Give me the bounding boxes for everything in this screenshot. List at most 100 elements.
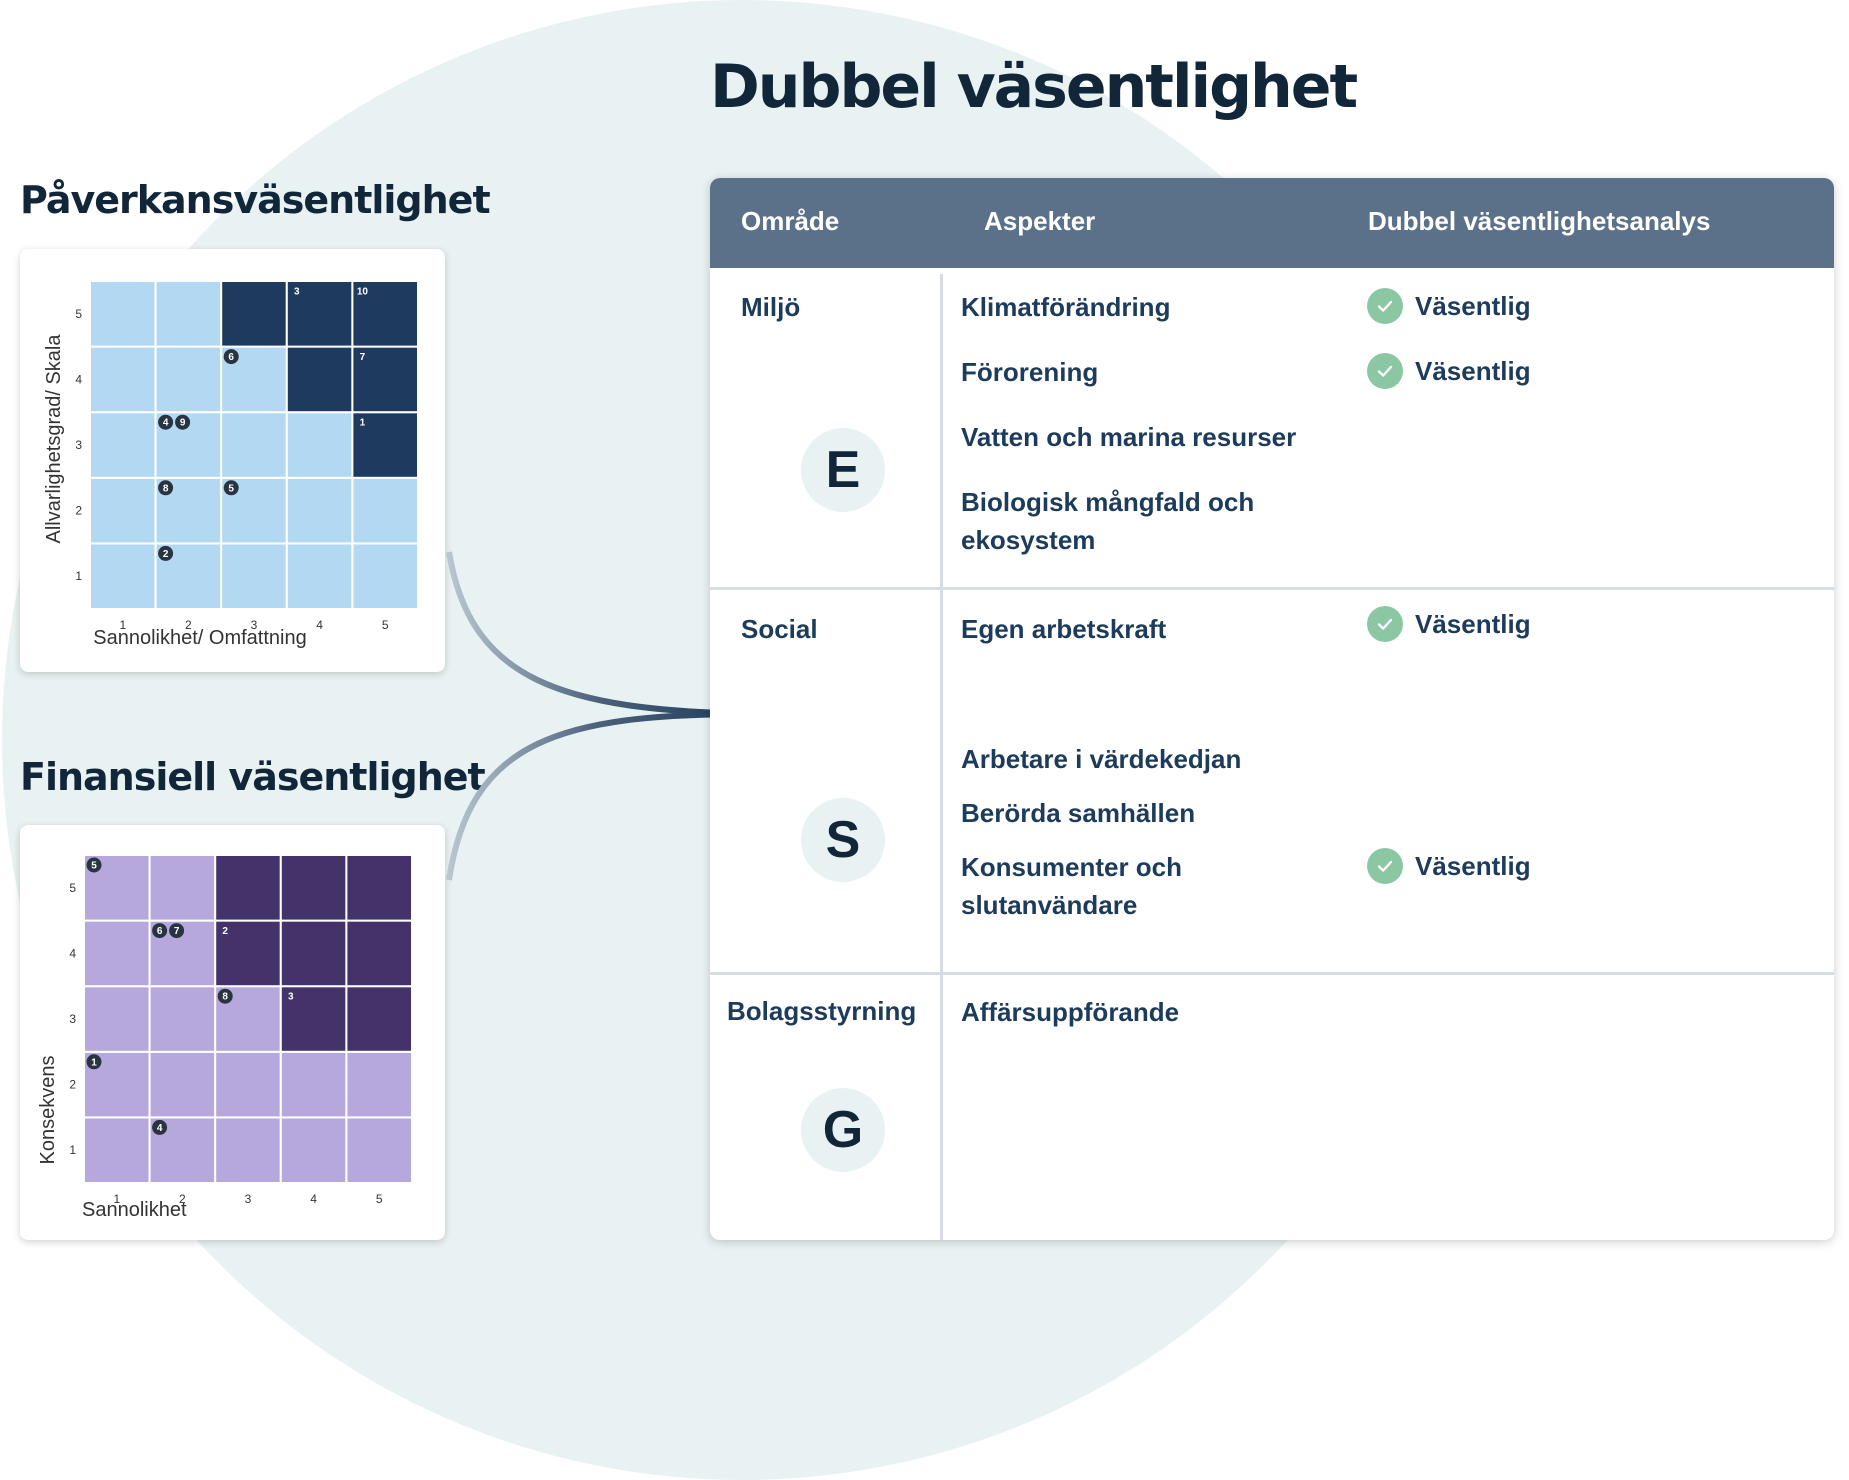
connector-from-financial (446, 711, 753, 881)
financial-y-tick-2: 2 (69, 1078, 76, 1092)
financial-x-tick-3: 3 (245, 1192, 252, 1206)
financial-cell-4-4 (279, 919, 348, 988)
check-icon (1367, 288, 1403, 324)
financial-marker-label-6: 6 (157, 926, 163, 937)
financial-y-tick-3: 3 (69, 1012, 76, 1026)
financial-cell-3-5 (214, 854, 282, 922)
impact-cell-2-4 (154, 345, 223, 414)
financial-marker-8 (217, 988, 233, 1004)
impact-cell-4-3 (285, 411, 354, 479)
aspect-item: Klimatförändring (961, 292, 1171, 322)
impact-cell-1-4 (89, 345, 157, 414)
financial-marker-5 (86, 857, 102, 873)
aspect-item: Vatten och marina resurser (961, 422, 1297, 452)
financial-y-tick-1: 1 (69, 1143, 76, 1157)
letter-badge-s: S (801, 798, 885, 882)
financial-y-tick-4: 4 (69, 946, 76, 960)
financial-x-tick-2: 2 (179, 1192, 186, 1206)
impact-y-tick-1: 1 (75, 569, 82, 583)
impact-marker-label-4: 4 (163, 418, 169, 429)
impact-marker-8 (158, 480, 174, 496)
impact-marker-label-7: 7 (360, 352, 366, 363)
impact-cell-1-5 (89, 280, 157, 348)
status-label: Väsentlig (1415, 850, 1531, 881)
financial-x-tick-1: 1 (113, 1192, 120, 1206)
impact-cell-5-1 (351, 542, 419, 610)
impact-marker-5 (223, 480, 239, 496)
impact-marker-label-10: 10 (357, 287, 369, 298)
impact-x-axis-label: Sannolikhet/ Omfattning (93, 627, 306, 649)
impact-x-tick-3: 3 (251, 618, 258, 632)
impact-cell-4-5 (285, 280, 354, 348)
status-label: Väsentlig (1415, 608, 1531, 639)
financial-y-axis-label: Konsekvens (37, 1056, 59, 1165)
impact-y-tick-4: 4 (75, 372, 82, 386)
financial-marker-label-3: 3 (288, 992, 294, 1003)
header-area: Område (741, 206, 840, 236)
status-label: Väsentlig (1415, 290, 1531, 321)
financial-cell-1-3 (83, 985, 151, 1053)
impact-marker-label-1: 1 (360, 418, 366, 429)
financial-marker-7 (169, 923, 185, 939)
financial-marker-label-8: 8 (222, 992, 228, 1003)
financial-materiality-title: Finansiell väsentlighet (20, 755, 486, 799)
financial-x-tick-4: 4 (310, 1192, 317, 1206)
financial-cell-5-2 (345, 1050, 413, 1119)
financial-marker-label-7: 7 (174, 926, 180, 937)
status-badge: Väsentlig (1367, 848, 1531, 884)
impact-x-tick-4: 4 (316, 618, 323, 632)
table-header: Område Aspekter Dubbel väsentlighetsanal… (710, 178, 1834, 268)
impact-x-tick-2: 2 (185, 618, 192, 632)
aspect-item: Förorening (961, 357, 1099, 387)
impact-marker-label-8: 8 (163, 483, 169, 494)
financial-x-tick-5: 5 (376, 1192, 383, 1206)
impact-marker-label-2: 2 (163, 549, 169, 560)
row-divider (710, 972, 1834, 975)
impact-materiality-title: Påverkansväsentlighet (20, 178, 491, 222)
aspect-item: Affärsuppförande (961, 997, 1180, 1027)
impact-cell-5-2 (351, 476, 419, 545)
financial-marker-label-5: 5 (91, 861, 97, 872)
financial-x-axis-label: Sannolikhet (82, 1199, 187, 1221)
financial-marker-1 (86, 1054, 102, 1070)
impact-cell-5-3 (351, 411, 419, 479)
aspect-item: Konsumenter och slutanvändare (961, 852, 1183, 920)
check-icon (1367, 353, 1403, 389)
area-label-environment: Miljö (741, 292, 801, 322)
financial-cell-5-5 (345, 854, 413, 922)
aspect-item: Biologisk mångfald och ekosystem (961, 487, 1255, 555)
financial-marker-label-4: 4 (157, 1123, 163, 1134)
status-badge: Väsentlig (1367, 353, 1531, 389)
page-title: Dubbel väsentlighet (710, 52, 1358, 122)
check-icon (1367, 848, 1403, 884)
financial-marker-4 (152, 1119, 168, 1135)
header-analysis: Dubbel väsentlighetsanalys (1368, 206, 1711, 236)
impact-y-tick-3: 3 (75, 438, 82, 452)
impact-marker-label-3: 3 (294, 287, 300, 298)
financial-marker-label-1: 1 (91, 1057, 97, 1068)
financial-cell-4-5 (279, 854, 348, 922)
financial-marker-label-2: 2 (222, 926, 228, 937)
impact-cell-1-1 (89, 542, 157, 610)
impact-marker-9 (175, 414, 191, 430)
status-label: Väsentlig (1415, 355, 1531, 386)
impact-marker-label-5: 5 (228, 483, 234, 494)
impact-x-tick-5: 5 (382, 618, 389, 632)
impact-cell-3-3 (220, 411, 288, 479)
area-label-social: Social (741, 614, 818, 644)
impact-marker-4 (158, 414, 174, 430)
impact-y-tick-2: 2 (75, 504, 82, 518)
check-icon (1367, 606, 1403, 642)
status-badge: Väsentlig (1367, 288, 1531, 324)
aspect-item: Egen arbetskraft (961, 614, 1167, 644)
double-materiality-table: Område Aspekter Dubbel väsentlighetsanal… (710, 178, 1834, 1240)
column-divider (940, 274, 943, 1240)
row-divider (710, 587, 1834, 590)
financial-y-tick-5: 5 (69, 881, 76, 895)
impact-cell-5-5 (351, 280, 419, 348)
connector-from-impact (446, 551, 753, 717)
